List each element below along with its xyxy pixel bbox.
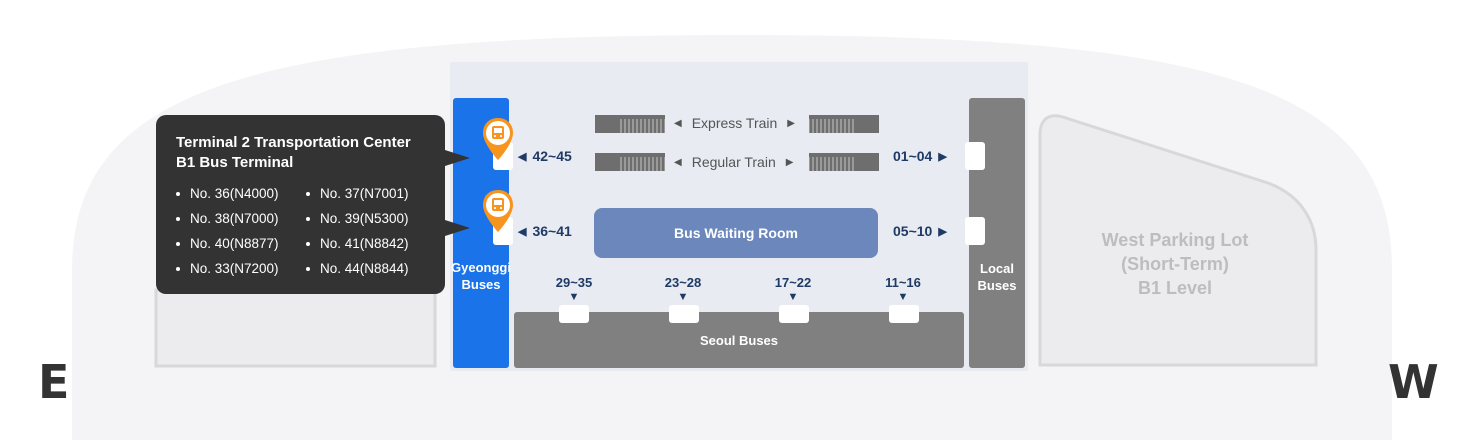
seoul-gate-notch xyxy=(559,305,589,323)
bus-waiting-room: Bus Waiting Room xyxy=(594,208,878,258)
route-item: No. 37(N7001) xyxy=(306,185,436,203)
gyeonggi-stop-lower: ◀36~41 xyxy=(518,223,572,239)
right-triangle-icon: ▶ xyxy=(938,225,947,238)
tooltip-pointer-lower xyxy=(445,220,470,236)
local-stop-notch-upper xyxy=(965,142,985,170)
left-triangle-icon: ◀ xyxy=(674,156,682,168)
right-triangle-icon: ▶ xyxy=(787,117,795,129)
tooltip-title-line1: Terminal 2 Transportation Center xyxy=(176,134,411,151)
bus-route-tooltip: Terminal 2 Transportation Center B1 Bus … xyxy=(156,115,445,294)
seoul-gate-notch xyxy=(779,305,809,323)
route-item: No. 38(N7000) xyxy=(176,210,306,228)
seoul-bus-bay xyxy=(514,312,964,368)
west-parking-lot xyxy=(1038,114,1318,367)
route-item: No. 39(N5300) xyxy=(306,210,436,228)
tooltip-pointer-upper xyxy=(445,150,470,166)
compass-east: E xyxy=(38,355,70,409)
left-triangle-icon: ◀ xyxy=(518,225,527,238)
regular-train-left-doors xyxy=(620,157,665,171)
local-stop-notch-lower xyxy=(965,217,985,245)
tooltip-title-line2: B1 Bus Terminal xyxy=(176,154,294,171)
down-triangle-icon: ▼ xyxy=(787,291,799,303)
bus-pin-icon[interactable] xyxy=(481,116,515,162)
compass-west: W xyxy=(1388,355,1439,409)
right-triangle-icon: ▶ xyxy=(938,150,947,163)
tooltip-title: Terminal 2 Transportation Center B1 Bus … xyxy=(176,133,411,173)
down-triangle-icon: ▼ xyxy=(897,291,909,303)
seoul-gate: 11~16▼ xyxy=(868,275,938,303)
west-parking-label: West Parking Lot (Short-Term) B1 Level xyxy=(1101,230,1249,298)
express-train-label: ◀ Express Train ▶ xyxy=(674,115,795,131)
route-item: No. 33(N7200) xyxy=(176,260,306,278)
down-triangle-icon: ▼ xyxy=(677,291,689,303)
route-item: No. 41(N8842) xyxy=(306,235,436,253)
seoul-gate: 23~28▼ xyxy=(648,275,718,303)
seoul-gate: 17~22▼ xyxy=(758,275,828,303)
route-item: No. 40(N8877) xyxy=(176,235,306,253)
local-stop-upper: 01~04▶ xyxy=(893,148,947,164)
left-triangle-icon: ◀ xyxy=(518,150,527,163)
seoul-buses-label: Seoul Buses xyxy=(699,333,779,348)
seoul-gate-notch xyxy=(669,305,699,323)
regular-train-right-doors xyxy=(809,157,854,171)
regular-train-label: ◀ Regular Train ▶ xyxy=(674,154,794,170)
bus-pin-icon[interactable] xyxy=(481,188,515,234)
east-parking-block xyxy=(154,288,437,368)
local-stop-lower: 05~10▶ xyxy=(893,223,947,239)
route-item: No. 36(N4000) xyxy=(176,185,306,203)
gyeonggi-stop-upper: ◀42~45 xyxy=(518,148,572,164)
express-train-right-doors xyxy=(809,119,854,133)
down-triangle-icon: ▼ xyxy=(568,291,580,303)
route-list: No. 36(N4000) No. 37(N7001) No. 38(N7000… xyxy=(176,185,436,278)
right-triangle-icon: ▶ xyxy=(785,156,794,168)
express-train-left-doors xyxy=(620,119,665,133)
seoul-gate: 29~35▼ xyxy=(539,275,609,303)
route-item: No. 44(N8844) xyxy=(306,260,436,278)
seoul-gate-notch xyxy=(889,305,919,323)
left-triangle-icon: ◀ xyxy=(674,117,682,129)
